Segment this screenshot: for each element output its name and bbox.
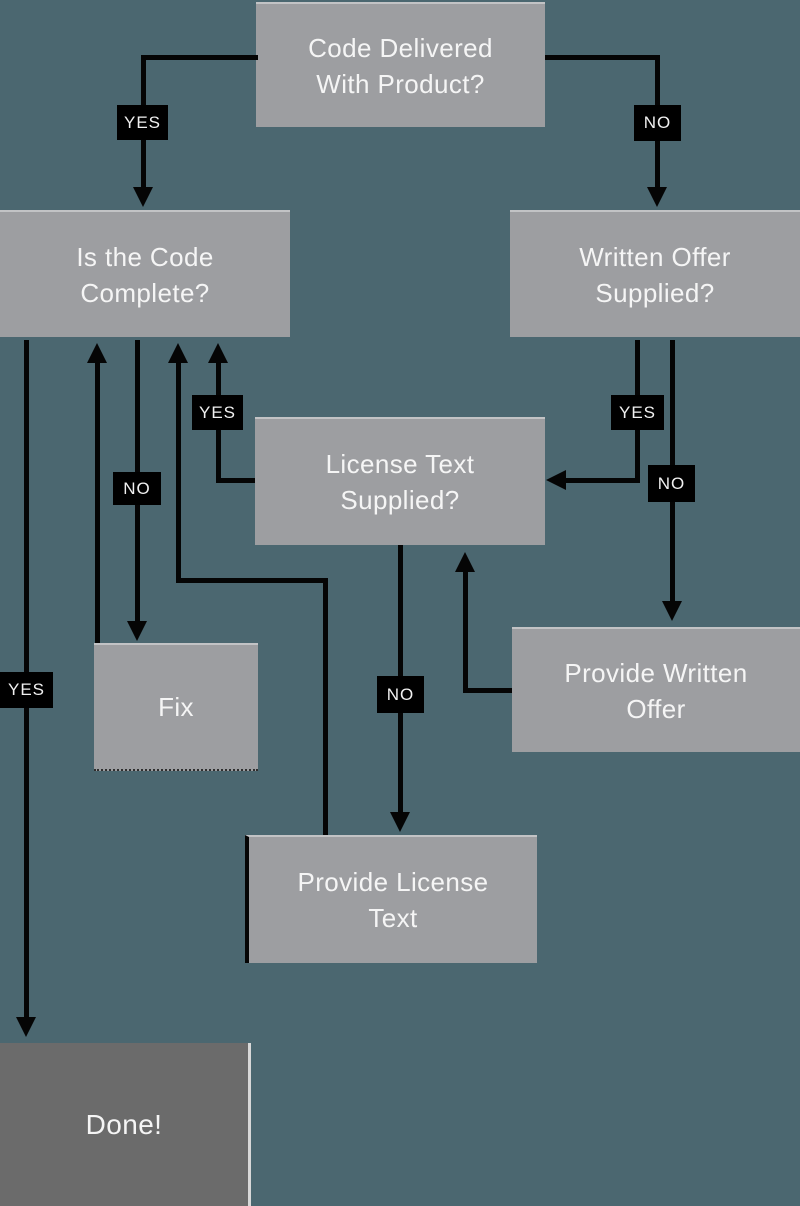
node-done: Done! — [0, 1043, 251, 1206]
node-label: Done! — [85, 1108, 163, 1140]
node-label: Offer — [626, 693, 686, 724]
arrow-down-icon — [127, 621, 147, 641]
edge-label-badge: YES — [0, 672, 53, 708]
edge-label-badge: NO — [648, 465, 695, 502]
arrow-down-icon — [16, 1017, 36, 1037]
edge-label-badge: YES — [611, 395, 664, 430]
node-label: Complete? — [80, 277, 210, 308]
edge-pwo-return-hline — [463, 688, 512, 693]
node-provide-license-text: Provide License Text — [245, 835, 537, 963]
edge-delivered-no-hline — [545, 55, 660, 60]
arrow-up-icon — [87, 343, 107, 363]
edge-license-yes-hline — [216, 478, 255, 483]
edge-fix-return-vline — [95, 361, 100, 643]
edge-label-badge: NO — [377, 676, 424, 713]
edge-offer-yes-hline — [564, 478, 640, 483]
node-fix: Fix — [94, 643, 258, 771]
node-label: Provide License — [297, 867, 489, 897]
arrow-up-icon — [168, 343, 188, 363]
edge-plt-return-vline1 — [176, 361, 181, 583]
node-label: Supplied? — [340, 485, 460, 515]
arrow-down-icon — [133, 187, 153, 207]
node-written-offer: Written Offer Supplied? — [510, 210, 800, 337]
edge-label-badge: YES — [192, 395, 243, 430]
node-code-delivered: Code Delivered With Product? — [256, 2, 545, 127]
node-label: Code Delivered — [308, 32, 493, 63]
node-label: Supplied? — [595, 277, 715, 308]
node-label: Provide Written — [564, 657, 748, 688]
arrow-down-icon — [390, 812, 410, 832]
arrow-down-icon — [647, 187, 667, 207]
node-label: With Product? — [316, 68, 485, 99]
edge-delivered-yes-hline — [141, 55, 258, 60]
edge-label-badge: NO — [634, 105, 681, 141]
node-label: License Text — [325, 449, 475, 479]
edge-pwo-return-vline — [463, 570, 468, 693]
arrow-up-icon — [455, 552, 475, 572]
node-label: Is the Code — [76, 241, 214, 272]
arrow-left-icon — [546, 470, 566, 490]
edge-label-badge: YES — [117, 105, 168, 140]
arrow-down-icon — [662, 601, 682, 621]
node-is-code-complete: Is the Code Complete? — [0, 210, 290, 337]
node-label: Fix — [158, 692, 194, 722]
node-label: Text — [368, 903, 418, 933]
edge-plt-return-hline — [176, 578, 328, 583]
node-license-text: License Text Supplied? — [255, 417, 545, 545]
node-provide-written-offer: Provide Written Offer — [512, 627, 800, 752]
node-label: Written Offer — [579, 241, 731, 272]
edge-label-badge: NO — [113, 472, 161, 505]
edge-plt-return-vline2 — [323, 578, 328, 835]
arrow-up-icon — [208, 343, 228, 363]
